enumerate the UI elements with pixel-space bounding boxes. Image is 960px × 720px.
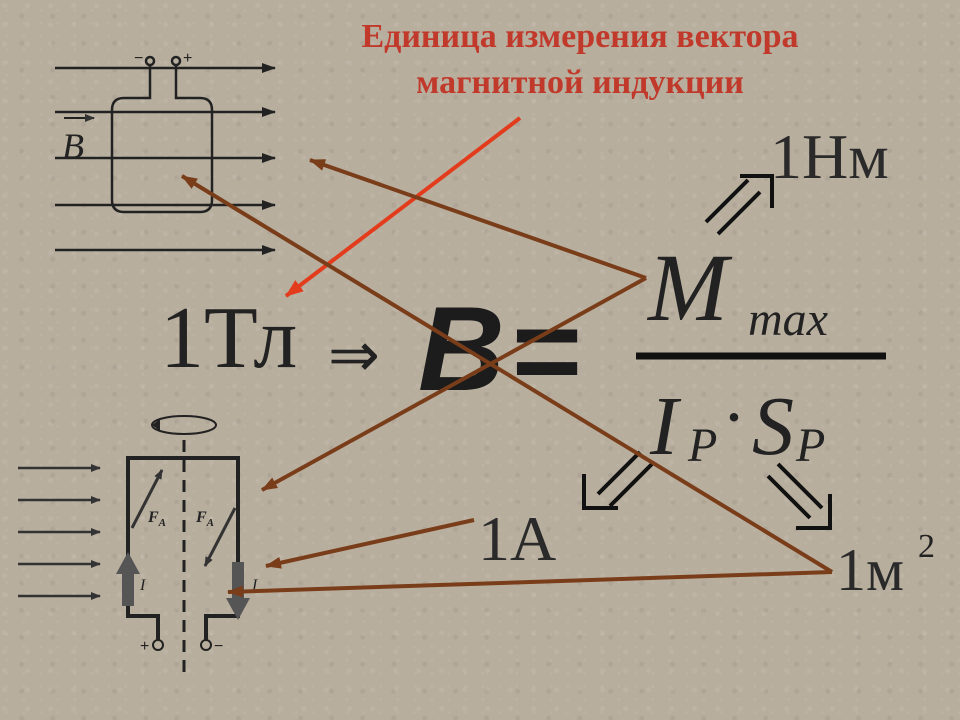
rotation-indicator	[151, 415, 217, 435]
connector-m-to-field	[309, 158, 647, 280]
torque-symbol: M	[648, 234, 728, 341]
implies-arrow: ⇒	[328, 322, 380, 390]
force-label-right: FA	[195, 509, 214, 529]
torque-unit-arrow	[704, 174, 774, 236]
area-symbol: S	[752, 380, 794, 473]
field-vector-label: B	[62, 126, 84, 166]
connector-area-to-top-frame	[180, 174, 834, 574]
terminal-plus	[152, 639, 164, 651]
title-line-2: магнитной индукции	[416, 64, 744, 101]
connector-m-to-frame	[261, 276, 647, 492]
bottom-minus-sign: −	[214, 638, 223, 655]
force-arrow-right	[203, 507, 237, 567]
current-arrow-down-icon	[226, 598, 250, 620]
top-minus-sign: −	[134, 50, 143, 67]
top-coil-frame	[110, 55, 214, 214]
current-symbol: I	[650, 380, 678, 473]
torque-unit: 1Нм	[770, 121, 889, 192]
rotation-arrow-icon	[152, 419, 160, 431]
torque-subscript: max	[748, 293, 828, 346]
connector-current-to-wire	[265, 518, 475, 569]
current-subscript: P	[688, 419, 718, 472]
connector-lines	[180, 158, 834, 598]
top-field-lines	[55, 63, 276, 255]
terminal-minus	[200, 639, 212, 651]
current-bar-left	[122, 570, 134, 606]
title-line-1: Единица измерения вектора	[361, 18, 799, 55]
current-unit: 1A	[478, 503, 557, 574]
current-arrow-up-icon	[116, 552, 140, 574]
area-unit-arrow	[766, 462, 832, 530]
equals-sign: =	[512, 284, 583, 418]
current-label-left: I	[139, 577, 146, 594]
current-label-right: I	[251, 577, 258, 594]
current-unit-arrow	[582, 450, 654, 510]
title-pointer-arrow	[284, 116, 522, 298]
tesla-unit: 1Тл	[160, 290, 298, 387]
bottom-plus-sign: +	[140, 638, 149, 655]
dot-operator: ·	[722, 377, 746, 457]
bottom-coil-frame	[126, 456, 240, 640]
force-label-left: FA	[147, 509, 166, 529]
area-subscript: P	[796, 419, 826, 472]
force-arrow-left	[130, 469, 164, 529]
slide-title: Единица измерения вектора магнитной инду…	[290, 14, 870, 106]
top-plus-sign: +	[183, 50, 192, 67]
connector-area-to-bottom-frame	[227, 570, 833, 598]
current-bar-right	[232, 562, 244, 602]
area-unit: 1м	[836, 537, 904, 603]
area-unit-exponent: 2	[918, 528, 935, 565]
bottom-field-lines	[18, 464, 101, 600]
